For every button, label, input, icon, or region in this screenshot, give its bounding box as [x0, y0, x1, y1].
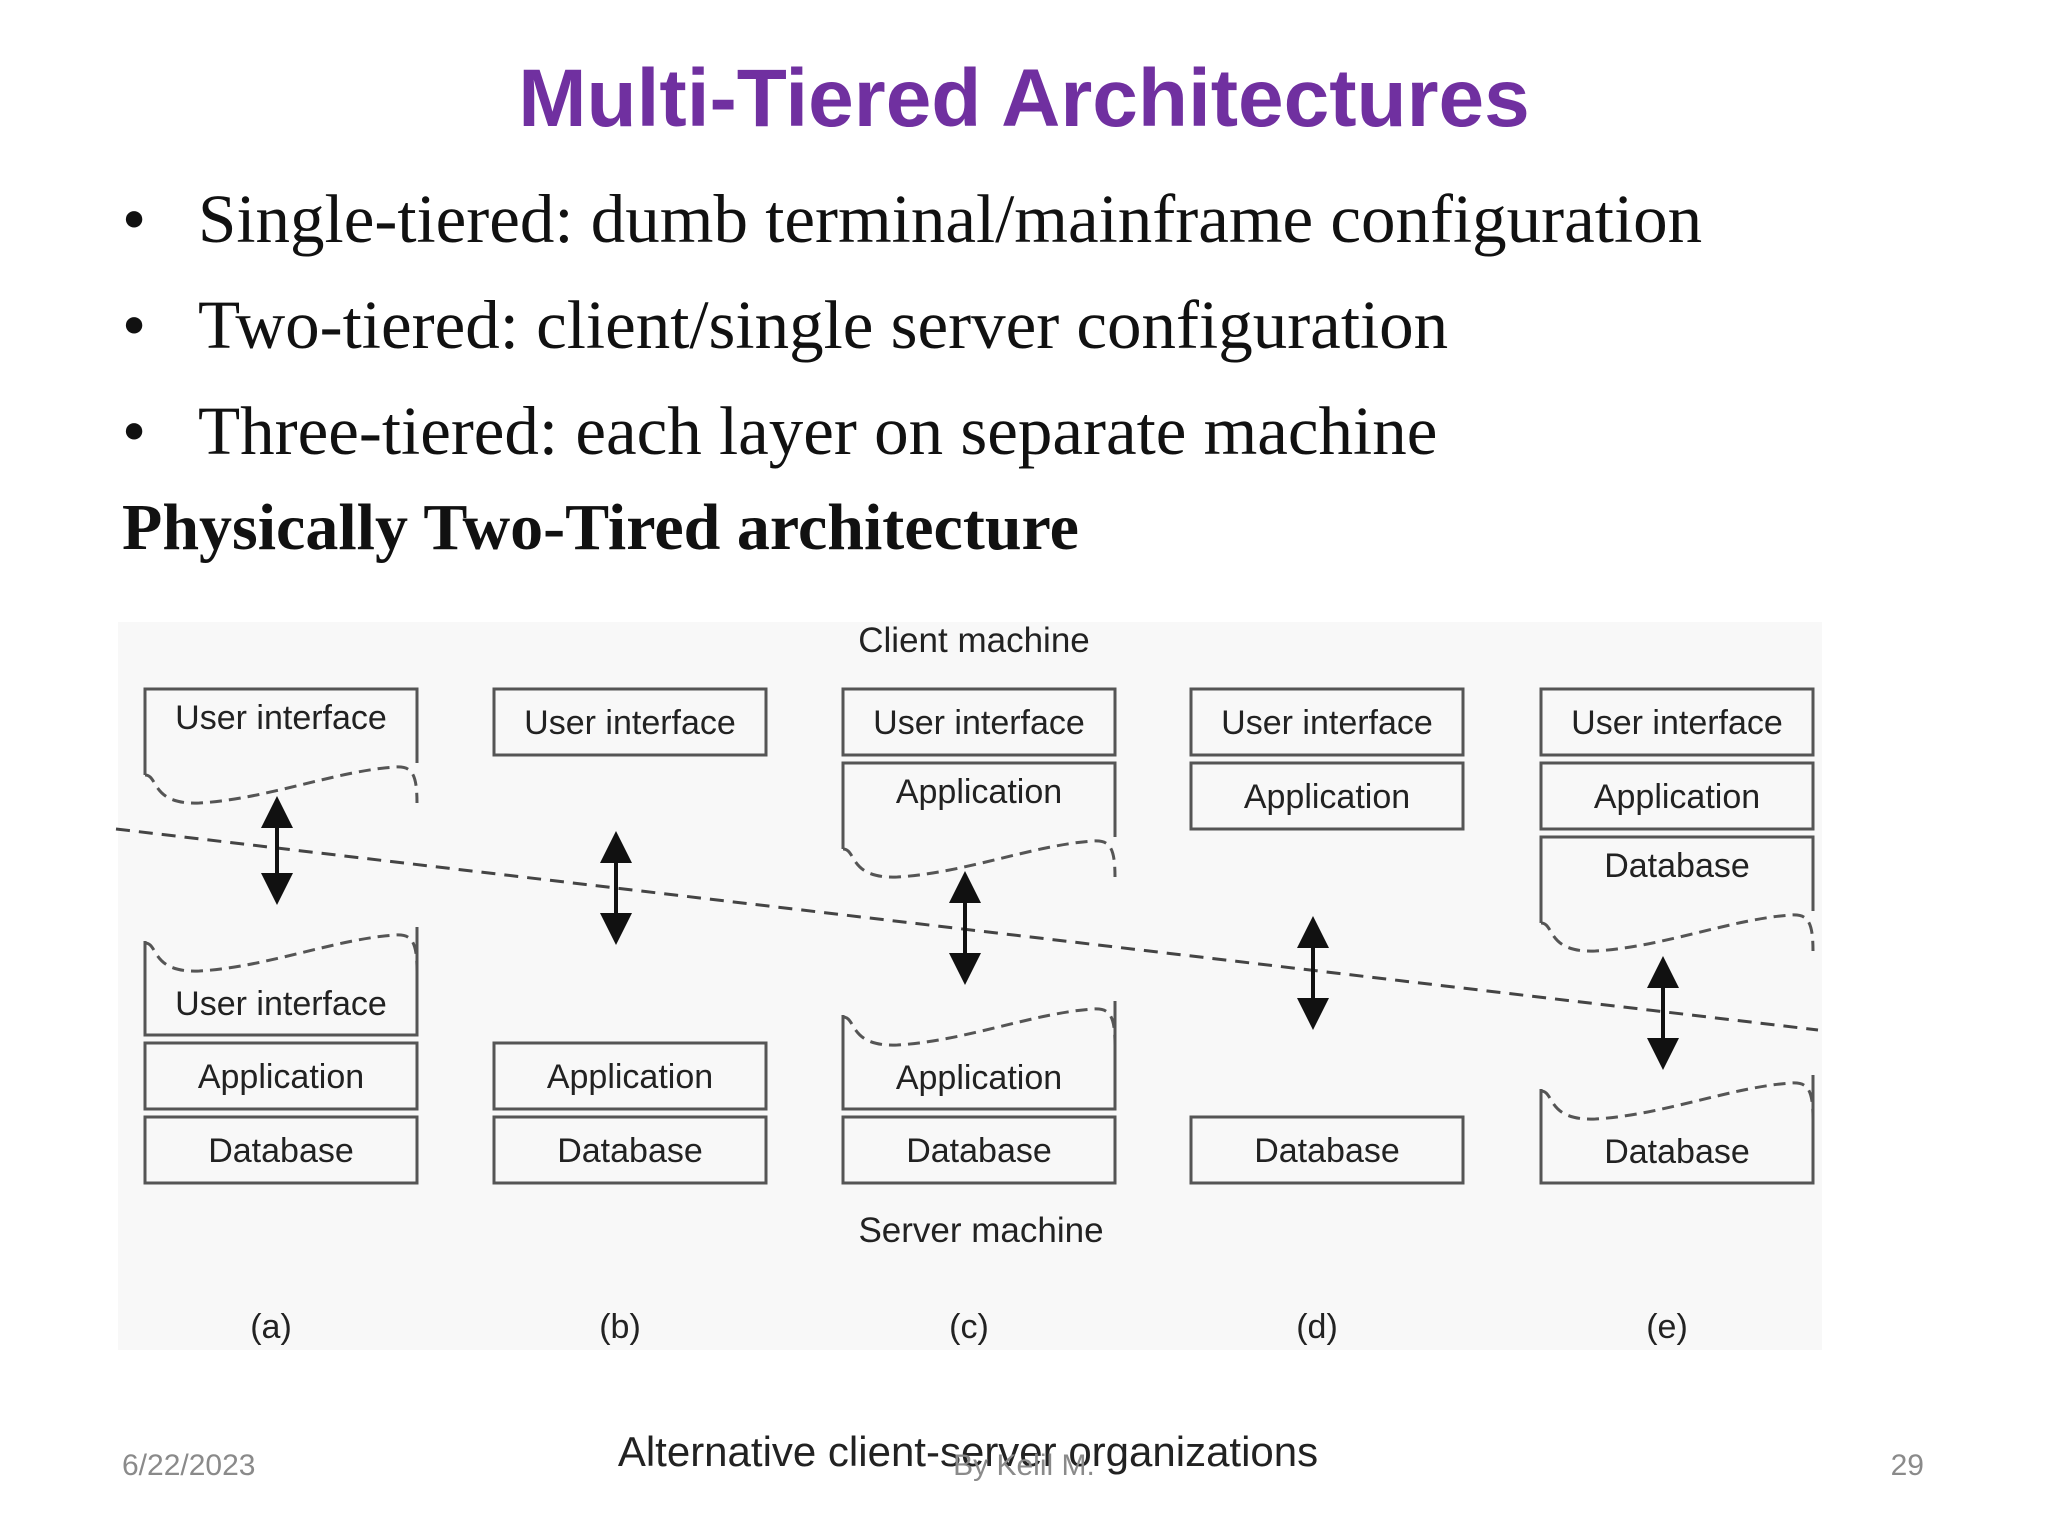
server-box-label: Application — [198, 1058, 364, 1096]
client-box-label: Application — [896, 773, 1062, 811]
column-label: (a) — [250, 1308, 292, 1346]
server-box-user-interface: User interface — [143, 927, 419, 1037]
client-box-application: Application — [1189, 761, 1465, 831]
server-box-label: User interface — [175, 985, 387, 1023]
server-box-application: Application — [492, 1041, 768, 1111]
bullet-text: Single-tiered: dumb terminal/mainframe c… — [198, 181, 1703, 257]
server-machine-label: Server machine — [858, 1211, 1103, 1250]
server-box-label: Database — [906, 1132, 1052, 1170]
server-box-label: Application — [547, 1058, 713, 1096]
server-box-application: Application — [841, 1001, 1117, 1111]
client-box-label: Database — [1604, 847, 1750, 885]
column-label: (e) — [1646, 1308, 1688, 1346]
client-box-label: User interface — [873, 704, 1085, 742]
client-box-label: User interface — [524, 704, 736, 742]
server-box-database: Database — [492, 1115, 768, 1185]
bullet-text: Two-tiered: client/single server configu… — [198, 287, 1449, 363]
server-box-database: Database — [841, 1115, 1117, 1185]
bullet-item: • Three-tiered: each layer on separate ma… — [122, 378, 1702, 484]
bullet-text: Three-tiered: each layer on separate mac… — [198, 393, 1438, 469]
footer-author: By Kelil M. — [953, 1449, 1095, 1482]
footer-page-number: 29 — [1890, 1449, 1924, 1482]
client-box-label: Application — [1244, 778, 1410, 816]
footer-date: 6/22/2023 — [122, 1449, 256, 1482]
column-label: (b) — [599, 1308, 641, 1346]
server-box-database: Database — [143, 1115, 419, 1185]
client-box-user-interface: User interface — [841, 687, 1117, 757]
server-box-label: Database — [1604, 1133, 1750, 1171]
bullet-list: • Single-tiered: dumb terminal/mainframe … — [122, 166, 1702, 484]
client-box-label: User interface — [175, 699, 387, 737]
server-box-label: Database — [557, 1132, 703, 1170]
client-box-user-interface: User interface — [492, 687, 768, 757]
bullet-item: • Two-tiered: client/single server config… — [122, 272, 1702, 378]
section-subheading: Physically Two-Tired architecture — [122, 491, 1079, 564]
diagram-caption: Alternative client-server organizations — [618, 1428, 1318, 1475]
server-box-database: Database — [1539, 1075, 1815, 1185]
bullet-dot-icon: • — [122, 287, 147, 363]
client-box-label: User interface — [1571, 704, 1783, 742]
client-box-user-interface: User interface — [143, 687, 419, 805]
bullet-item: • Single-tiered: dumb terminal/mainframe … — [122, 166, 1702, 272]
diagram-background — [118, 622, 1822, 1350]
server-box-label: Application — [896, 1059, 1062, 1097]
client-box-application: Application — [841, 761, 1117, 879]
slide-title: Multi-Tiered Architectures — [518, 53, 1530, 144]
bullet-dot-icon: • — [122, 393, 147, 469]
client-machine-label: Client machine — [858, 621, 1090, 660]
client-box-label: User interface — [1221, 704, 1433, 742]
client-box-user-interface: User interface — [1189, 687, 1465, 757]
column-label: (d) — [1296, 1308, 1338, 1346]
bullet-dot-icon: • — [122, 181, 147, 257]
server-box-label: Database — [1254, 1132, 1400, 1170]
client-box-label: Application — [1594, 778, 1760, 816]
client-box-application: Application — [1539, 761, 1815, 831]
server-box-label: Database — [208, 1132, 354, 1170]
client-box-user-interface: User interface — [1539, 687, 1815, 757]
column-label: (c) — [949, 1308, 989, 1346]
server-box-application: Application — [143, 1041, 419, 1111]
server-box-database: Database — [1189, 1115, 1465, 1185]
client-box-database: Database — [1539, 835, 1815, 953]
